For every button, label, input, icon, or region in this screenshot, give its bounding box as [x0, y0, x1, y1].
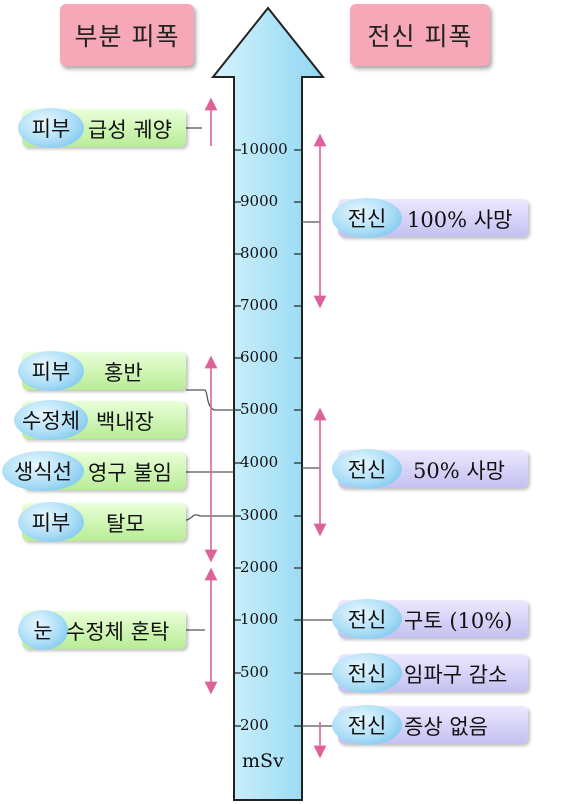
header-whole-label: 전신 피폭 — [367, 22, 473, 51]
organ-label: 피부 — [31, 511, 71, 535]
organ-label: 전신 — [347, 458, 387, 482]
range-arrows — [204, 97, 327, 759]
tick-label: 6000 — [240, 348, 279, 366]
organ-label: 피부 — [31, 117, 71, 141]
organ-pill: 전신 — [332, 449, 402, 489]
organ-pill: 생식선 — [2, 451, 84, 491]
effect-label: 증상 없음 — [404, 715, 488, 739]
header-local: 부분 피폭 — [60, 4, 194, 66]
organ-label: 눈 — [33, 619, 53, 643]
effect-label: 임파구 감소 — [404, 663, 508, 687]
organ-pill: 피부 — [18, 351, 84, 391]
organ-label: 전신 — [347, 714, 387, 738]
unit-label: mSv — [242, 750, 284, 772]
tick-label: 1000 — [240, 610, 279, 628]
organ-pill: 전신 — [332, 705, 402, 745]
effect-label: 수정체 혼탁 — [66, 620, 170, 644]
tick-label: 10000 — [240, 140, 288, 158]
organ-pill: 피부 — [18, 108, 84, 148]
organ-label: 생식선 — [14, 460, 72, 484]
effect-label: 100% 사망 — [407, 208, 513, 232]
organ-pill: 전신 — [332, 198, 402, 238]
effect-label: 영구 불임 — [88, 461, 172, 485]
effect-label: 급성 궤양 — [88, 118, 172, 142]
tick-label: 200 — [240, 716, 269, 734]
dose-arrow — [210, 6, 326, 801]
tick-label: 9000 — [240, 192, 279, 210]
tick-label: 5000 — [240, 400, 279, 418]
effect-label: 탈모 — [106, 512, 145, 536]
effect-label: 백내장 — [96, 410, 154, 434]
effect-label: 50% 사망 — [413, 459, 505, 483]
organ-label: 전신 — [347, 608, 387, 632]
organ-pill: 수정체 — [14, 400, 88, 440]
tick-label: 500 — [240, 663, 269, 681]
organ-pill: 눈 — [18, 610, 68, 650]
header-local-label: 부분 피폭 — [74, 22, 180, 51]
connector-line — [186, 389, 234, 411]
tick-label: 7000 — [240, 296, 279, 314]
tick-label: 3000 — [240, 506, 279, 524]
tick-label: 8000 — [240, 244, 279, 262]
connector-line — [185, 514, 234, 521]
organ-pill: 피부 — [18, 502, 84, 542]
organ-label: 피부 — [31, 360, 71, 384]
organ-pill: 전신 — [332, 653, 402, 693]
tick-marks — [234, 149, 302, 727]
header-whole: 전신 피폭 — [350, 4, 490, 66]
tick-label: 2000 — [240, 558, 279, 576]
effect-label: 구토 (10%) — [404, 609, 513, 633]
organ-label: 전신 — [347, 662, 387, 686]
organ-label: 수정체 — [22, 409, 80, 433]
organ-pill: 전신 — [332, 599, 402, 639]
effect-label: 홍반 — [104, 361, 143, 385]
tick-label: 4000 — [240, 453, 279, 471]
organ-label: 전신 — [347, 207, 387, 231]
